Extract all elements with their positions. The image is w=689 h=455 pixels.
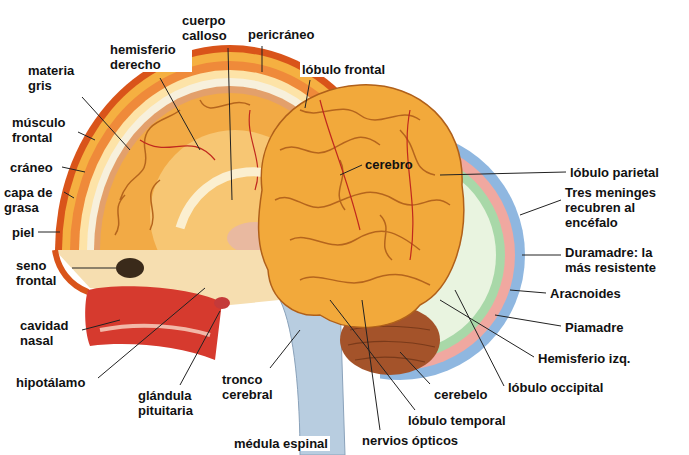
- part-label: Aracnoides: [550, 286, 621, 301]
- part-label: lóbulo temporal: [408, 413, 506, 428]
- part-label: lóbulo frontal: [300, 62, 387, 77]
- part-label: Duramadre: la más resistente: [565, 245, 677, 275]
- leader-line: [440, 300, 534, 357]
- part-label: glándula pituitaria: [138, 388, 212, 418]
- part-label: cerebro: [365, 157, 413, 172]
- part-label: Hemisferio izq.: [538, 351, 630, 366]
- part-label: Tres meninges recubren al encéfalo: [565, 185, 679, 230]
- leader-line: [98, 288, 205, 378]
- frontal-sinus: [116, 258, 144, 278]
- leader-line: [330, 300, 415, 410]
- part-label: hipotálamo: [16, 375, 85, 390]
- part-label: piel: [12, 225, 34, 240]
- leader-line: [340, 165, 362, 175]
- brain-gyri: [275, 109, 450, 285]
- part-label: cerebelo: [434, 387, 487, 402]
- leader-line: [72, 268, 116, 269]
- face-skin: [55, 250, 88, 292]
- leader-line: [262, 46, 263, 72]
- section-vessels: [140, 110, 258, 190]
- leader-line: [495, 315, 561, 326]
- cerebellum-folds: [348, 326, 435, 362]
- part-label: capa de grasa: [4, 185, 64, 215]
- leader-line: [64, 192, 74, 198]
- part-label: médula espinal: [232, 436, 330, 451]
- part-label: pericráneo: [248, 27, 314, 42]
- leader-line: [520, 200, 561, 215]
- leader-line: [270, 330, 300, 368]
- part-label: hemisferio derecho: [108, 42, 192, 72]
- leader-line: [82, 320, 120, 330]
- part-label: Piamadre: [565, 320, 624, 335]
- leader-line: [82, 97, 130, 150]
- part-label: nervios ópticos: [362, 433, 458, 448]
- part-label: cráneo: [10, 160, 53, 175]
- leader-line: [160, 78, 200, 150]
- leader-line: [400, 352, 430, 384]
- leader-line: [180, 311, 220, 385]
- leader-line: [510, 290, 546, 293]
- leader-line: [62, 167, 85, 172]
- leader-line: [440, 172, 566, 175]
- part-label: cavidad nasal: [20, 318, 80, 348]
- nasal-cavity: [85, 286, 222, 360]
- brain-3d: [259, 85, 464, 327]
- leader-line: [38, 232, 60, 233]
- leader-line: [78, 132, 95, 140]
- leader-line: [522, 255, 561, 256]
- leader-lines: [38, 46, 566, 430]
- pituitary-gland: [214, 297, 230, 309]
- part-label: lóbulo occipital: [508, 380, 603, 395]
- leader-line: [455, 290, 504, 386]
- brain-vessels: [320, 100, 413, 260]
- leader-line: [228, 48, 232, 200]
- leader-line: [362, 300, 380, 430]
- part-label: materia gris: [28, 63, 88, 93]
- part-label: seno frontal: [16, 258, 70, 288]
- part-label: tronco cerebral: [222, 372, 286, 402]
- part-label: músculo frontal: [12, 115, 76, 145]
- leader-line: [305, 80, 310, 108]
- part-label: lóbulo parietal: [570, 165, 659, 180]
- part-label: cuerpo calloso: [182, 13, 242, 43]
